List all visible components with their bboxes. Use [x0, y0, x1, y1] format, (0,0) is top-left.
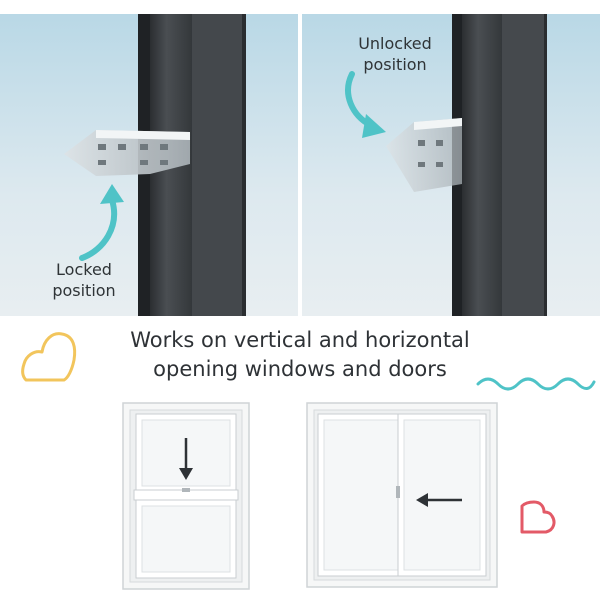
- horizontal-window-illustration: [306, 402, 498, 588]
- yellow-heart-icon: [21, 332, 77, 382]
- curved-arrow-up-icon: [79, 184, 124, 261]
- curved-arrow-down-icon: [345, 71, 386, 138]
- caption-line2: opening windows and doors: [153, 357, 447, 381]
- vertical-window-illustration: [122, 402, 250, 590]
- right-frame-post-back: [502, 14, 546, 316]
- lock-device-locked: [64, 130, 190, 176]
- caption: Works on vertical and horizontal opening…: [80, 326, 520, 384]
- teal-wave-icon: [476, 377, 596, 391]
- left-arrow-icon: [416, 493, 462, 507]
- red-heart-icon: [520, 500, 556, 534]
- lock-device-unlocked: [386, 118, 462, 192]
- window-lock-photo: [0, 14, 600, 316]
- unlocked-label-line1: Unlocked: [358, 34, 432, 53]
- unlocked-position-label: Unlocked position: [340, 33, 450, 75]
- caption-line1: Works on vertical and horizontal: [130, 328, 470, 352]
- left-frame-post-back: [192, 14, 244, 316]
- right-frame-post: [462, 14, 502, 316]
- unlocked-label-line2: position: [363, 55, 427, 74]
- down-arrow-icon: [179, 438, 193, 480]
- locked-position-label: Locked position: [34, 259, 134, 301]
- locked-label-line1: Locked: [56, 260, 112, 279]
- locked-label-line2: position: [52, 281, 116, 300]
